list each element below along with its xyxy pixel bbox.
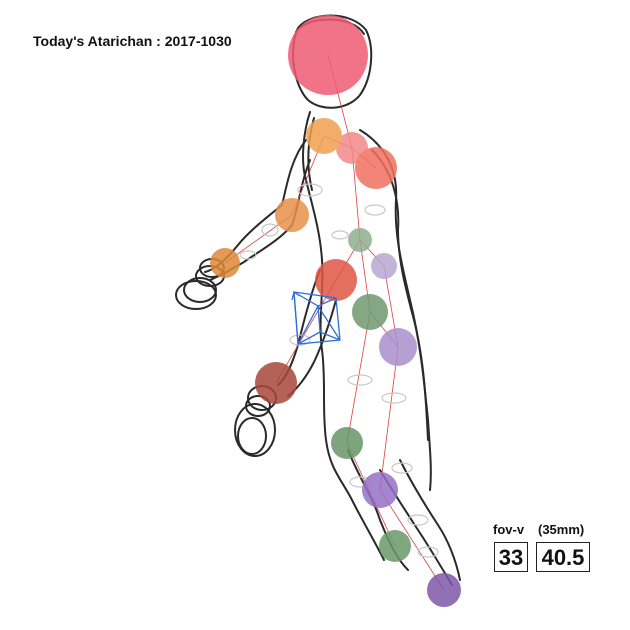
sketch-outline: [175, 14, 461, 586]
lens-value-box[interactable]: 40.5: [536, 542, 590, 572]
joint-knee-left[interactable]: [331, 427, 363, 459]
joint-knee-right[interactable]: [362, 472, 398, 508]
joint-spine-lower[interactable]: [371, 253, 397, 279]
joint-pelvis[interactable]: [352, 294, 388, 330]
joint-shoulder-left[interactable]: [306, 118, 342, 154]
joint-ankle-right[interactable]: [427, 573, 461, 607]
joint-elbow-left[interactable]: [275, 198, 309, 232]
joint-spheres[interactable]: [210, 15, 461, 607]
lens-label: (35mm): [538, 522, 585, 537]
joint-wrist-left[interactable]: [210, 248, 240, 278]
selection-gizmo[interactable]: [291, 290, 341, 345]
fov-value-box[interactable]: 33: [494, 542, 528, 572]
fov-label: fov-v: [493, 522, 525, 537]
joint-head[interactable]: [288, 15, 368, 95]
page-title: Today's Atarichan : 2017-1030: [33, 33, 232, 49]
joint-ankle-left[interactable]: [379, 530, 411, 562]
joint-hip-right[interactable]: [379, 328, 417, 366]
joint-chest[interactable]: [315, 259, 357, 301]
joint-shoulder-right[interactable]: [355, 147, 397, 189]
joint-rings: [239, 183, 439, 558]
joint-spine[interactable]: [348, 228, 372, 252]
joint-wrist-right[interactable]: [255, 362, 297, 404]
